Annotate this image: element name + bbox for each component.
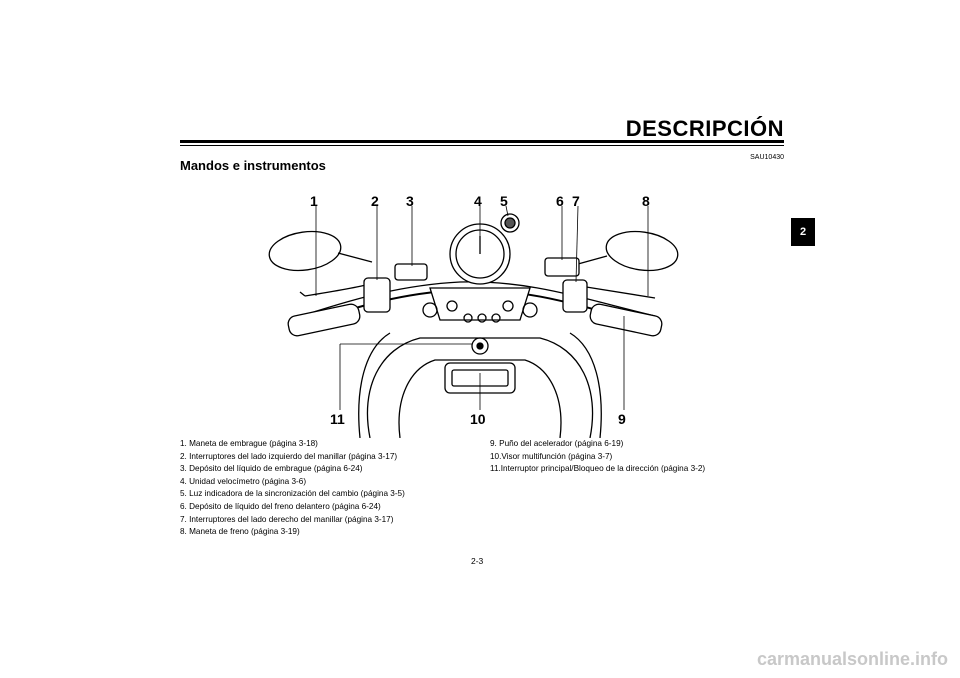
callout-11: 11 [330, 411, 345, 427]
callout-8: 8 [642, 193, 650, 209]
left-switch-housing [363, 277, 391, 313]
legend-item: 4. Unidad velocímetro (página 3-6) [180, 476, 307, 486]
callout-4: 4 [474, 193, 482, 209]
brake-reservoir [544, 257, 580, 277]
legend-item: 8. Maneta de freno (página 3-19) [180, 527, 300, 537]
page-number: 2-3 [471, 556, 484, 566]
callout-6: 6 [556, 193, 564, 209]
title-rule-thin [180, 145, 784, 146]
legend-item: 3. Depósito del líquido de embrague (pág… [180, 464, 363, 474]
legend-item: 6. Depósito de líquido del freno delante… [180, 501, 381, 511]
right-mirror-stem [577, 255, 608, 265]
legend-item: 11.Interruptor principal/Bloqueo de la d… [490, 464, 706, 474]
legend-item: 10.Visor multifunción (página 3-7) [490, 451, 613, 461]
callout-5: 5 [500, 193, 508, 209]
fuel-tank [366, 337, 594, 438]
left-grip [287, 303, 361, 337]
reference-code: SAU10430 [750, 154, 784, 161]
legend-item: 2. Interruptores del lado izquierdo del … [180, 451, 398, 461]
clutch-lever [304, 283, 371, 297]
right-switch-housing [562, 279, 588, 313]
page-title: DESCRIPCIÓN [625, 116, 784, 141]
title-rule-thick [180, 140, 784, 143]
callout-2: 2 [371, 193, 379, 209]
callout-1: 1 [310, 193, 318, 209]
left-mirror-stem [337, 252, 373, 263]
watermark[interactable]: carmanualsonline.info [756, 649, 948, 669]
right-mirror [605, 230, 679, 272]
section-heading: Mandos e instrumentos [180, 158, 326, 173]
brake-lever [579, 285, 656, 299]
callout-9: 9 [618, 411, 626, 427]
chapter-tab: 2 [791, 218, 815, 246]
legend-item: 7. Interruptores del lado derecho del ma… [180, 514, 394, 524]
callout-7: 7 [572, 193, 580, 209]
legend-left: 1. Maneta de embrague (página 3-18) 2. I… [180, 438, 405, 539]
legend-item: 5. Luz indicadora de la sincronización d… [180, 489, 405, 499]
clutch-reservoir [394, 263, 428, 281]
handlebar-illustration: 1 2 3 4 5 6 7 8 9 10 11 [268, 193, 679, 438]
callout-10: 10 [470, 411, 486, 427]
right-grip [589, 303, 663, 337]
left-mirror [268, 230, 342, 272]
legend-right: 9. Puño del acelerador (página 6-19) 10.… [490, 438, 705, 476]
legend-item: 1. Maneta de embrague (página 3-18) [180, 439, 318, 448]
legend-item: 9. Puño del acelerador (página 6-19) [490, 439, 624, 448]
callout-3: 3 [406, 193, 414, 209]
